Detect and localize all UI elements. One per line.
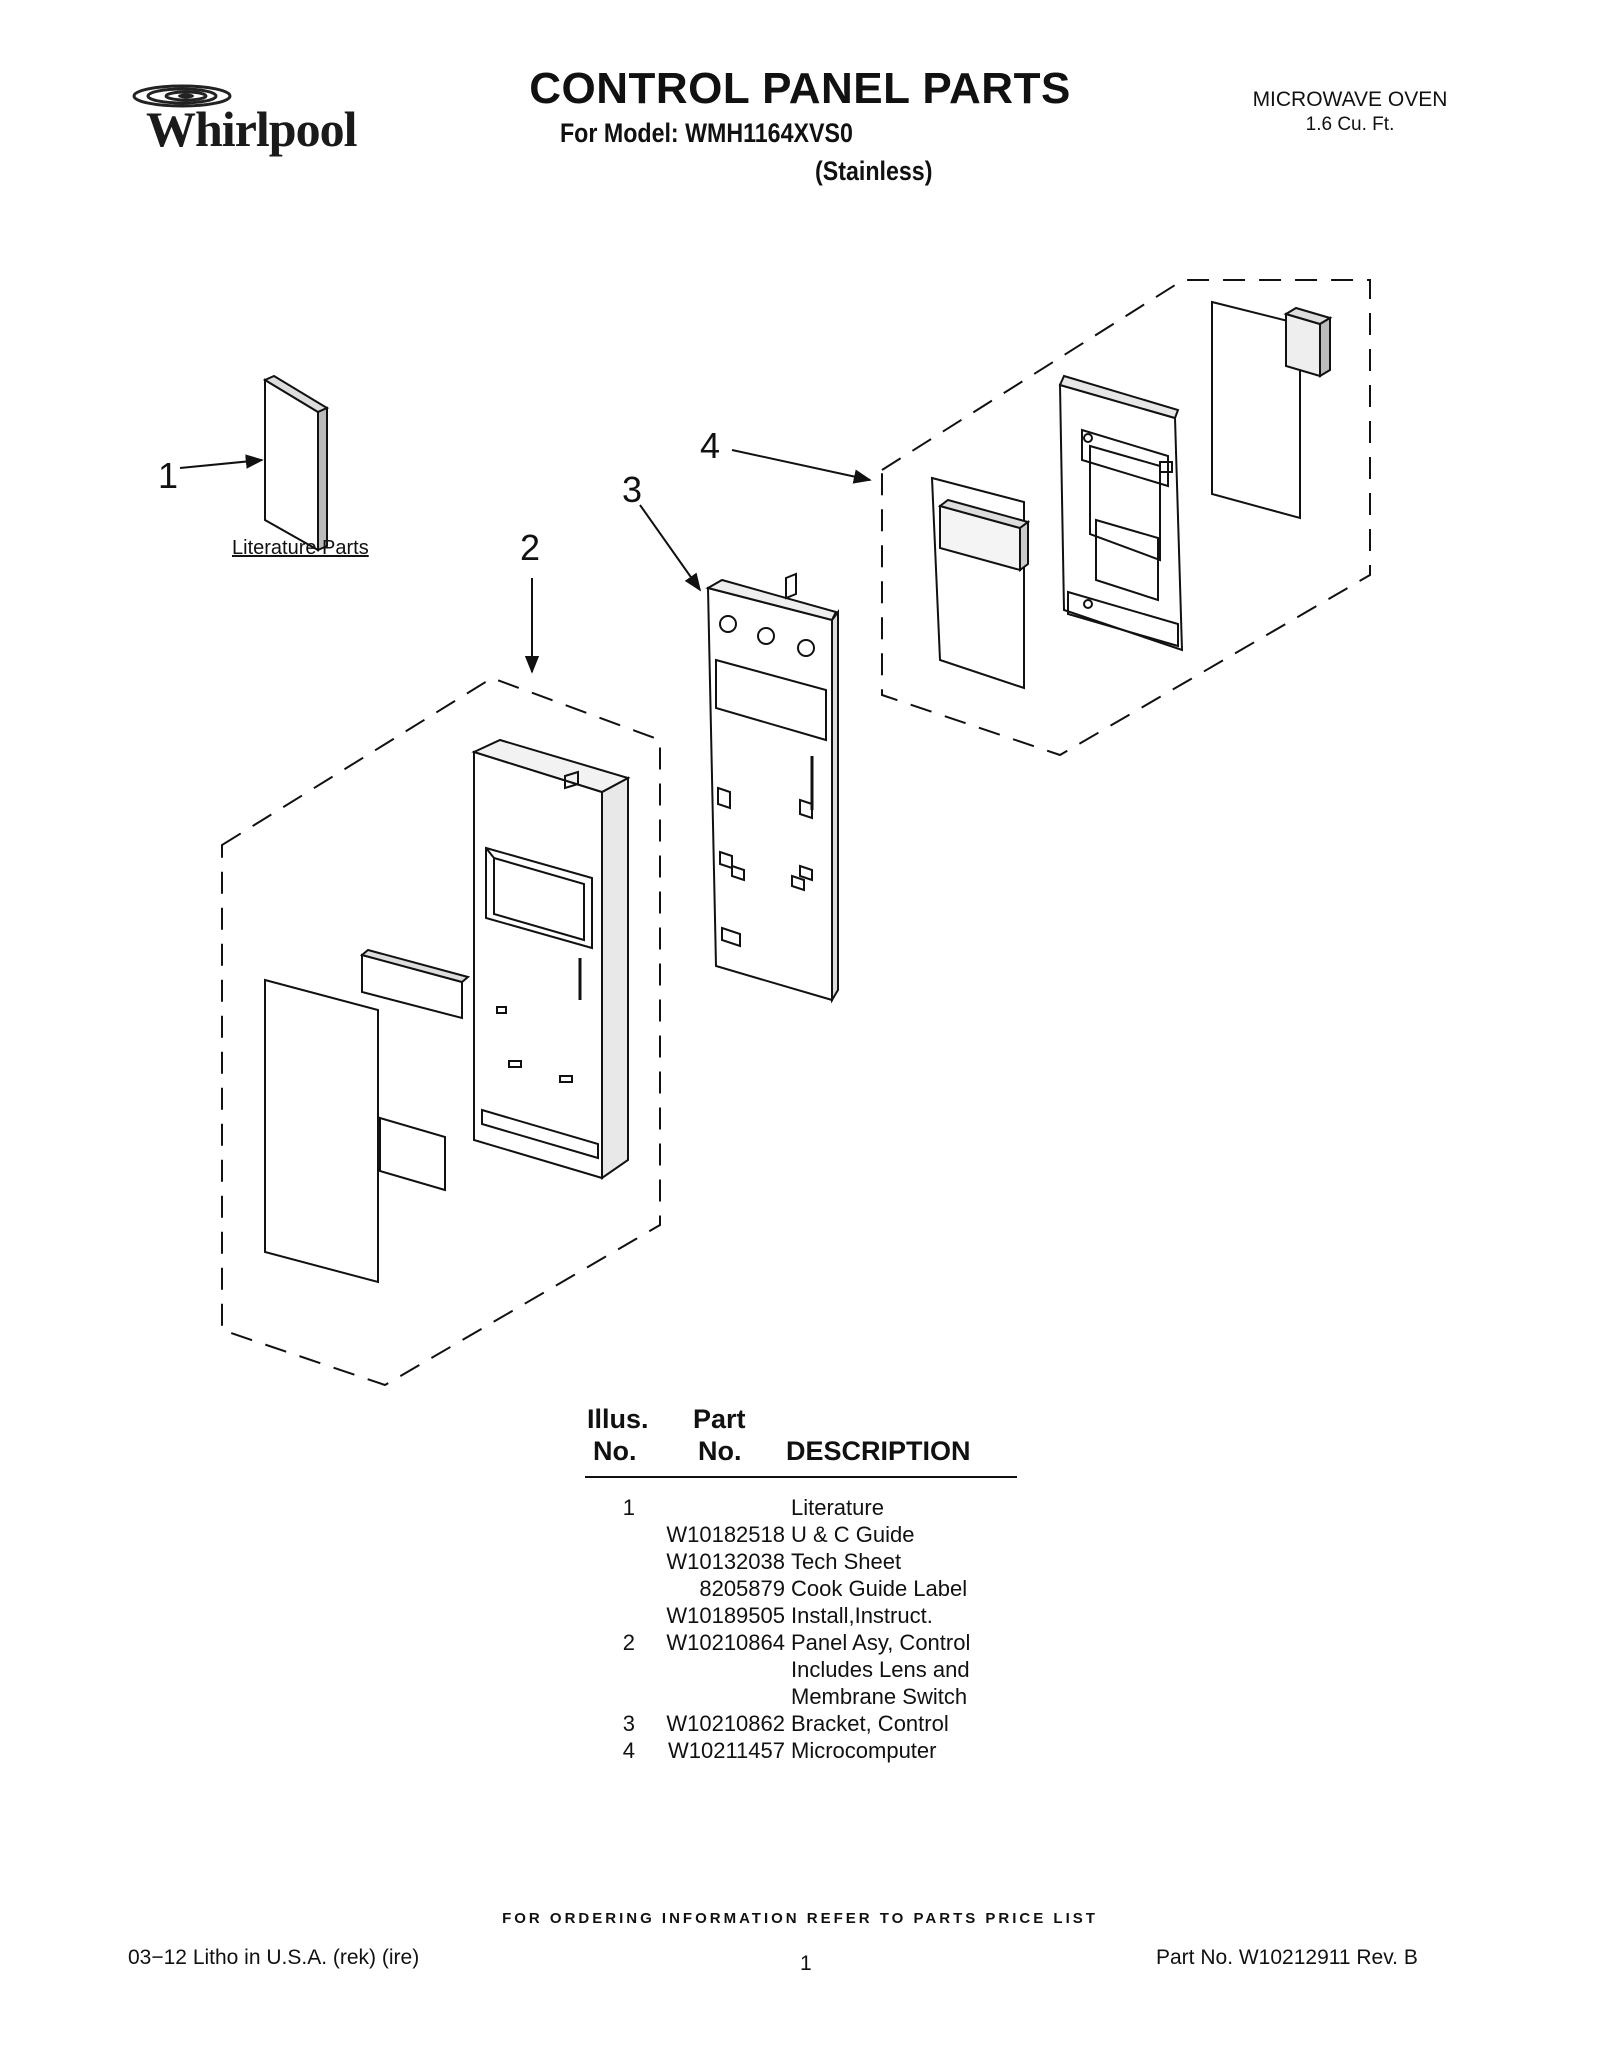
model-finish: (Stainless) [815,156,933,186]
table-row: 1 Literature [585,1495,1025,1522]
product-type: MICROWAVE OVEN [1252,88,1448,111]
callout-number-4: 4 [700,425,720,466]
cell-description: Microcomputer [791,1738,937,1763]
table-row: 4 W10211457 Microcomputer [585,1738,1025,1765]
cell-part: W10189505 [666,1603,785,1628]
callout-arrow-4 [731,449,872,484]
table-row: W10189505 Install,Instruct. [585,1603,1025,1630]
cell-illus: 4 [622,1738,635,1763]
callout-number-3: 3 [622,469,642,510]
microcomputer-board [930,476,1031,690]
cell-description: Panel Asy, Control [791,1630,971,1655]
cell-description: Literature [791,1495,884,1520]
control-bracket [705,572,839,1004]
col-header-part-no: No. [698,1436,742,1466]
cell-part: W10210862 [666,1711,785,1736]
model-number: For Model: WMH1164XVS0 [560,118,853,148]
exploded-parts-diagram: 1 2 3 4 [158,279,1371,1387]
literature-booklet [262,374,330,552]
header-divider [585,1476,1017,1478]
cell-part: 8205879 [699,1576,785,1601]
assembly-boundary-4 [881,279,1371,757]
cell-part: W10211457 [667,1738,785,1763]
cell-description: U & C Guide [791,1522,915,1547]
callout-number-1: 1 [158,455,178,496]
table-row: 3 W10210862 Bracket, Control [585,1711,1025,1738]
cell-part: W10210864 [666,1630,785,1655]
callout-number-2: 2 [520,527,540,568]
cell-description: Cook Guide Label [791,1576,968,1601]
cell-description: Includes Lens and [791,1657,970,1682]
cell-illus: 2 [622,1630,635,1655]
cell-illus: 3 [622,1711,635,1736]
whirlpool-swirl-logo-icon [132,84,232,108]
table-row: Includes Lens and [585,1657,1025,1684]
callout-arrow-3 [639,504,702,592]
page-number: 1 [800,1952,812,1975]
table-row: 8205879 Cook Guide Label [585,1576,1025,1603]
assembly-boundary-2 [221,676,661,1387]
product-capacity: 1.6 Cu. Ft. [1305,114,1395,135]
col-header-illus-no: No. [593,1436,637,1466]
control-panel-assembly [471,738,631,1180]
cell-illus: 1 [622,1495,635,1520]
print-info: 03−12 Litho in U.S.A. (rek) (ire) [128,1946,420,1969]
col-header-illus: Illus. [587,1404,649,1434]
table-row: Membrane Switch [585,1684,1025,1711]
brand-logo: Whirlpool [146,101,357,157]
membrane-switch [379,1116,446,1192]
table-row: 2 W10210864 Panel Asy, Control [585,1630,1025,1657]
col-header-part: Part [693,1404,746,1434]
cell-part: W10182518 [666,1522,785,1547]
cell-description: Membrane Switch [791,1684,968,1709]
col-header-description: DESCRIPTION [786,1436,971,1466]
microcomputer-housing [1058,374,1184,652]
callout-arrow-1 [179,454,264,469]
ordering-note: FOR ORDERING INFORMATION REFER TO PARTS … [502,1910,1098,1927]
pcb-module [1211,300,1333,520]
document-part-number: Part No. W10212911 Rev. B [1156,1946,1418,1969]
literature-parts-label: Literature Parts [232,537,369,559]
page-title: CONTROL PANEL PARTS [529,64,1071,113]
panel-lens [264,978,379,1284]
cell-description: Tech Sheet [791,1549,902,1574]
table-row: W10182518 U & C Guide [585,1522,1025,1549]
cell-description: Install,Instruct. [791,1603,933,1628]
cell-description: Bracket, Control [791,1711,949,1736]
table-row: W10132038 Tech Sheet [585,1549,1025,1576]
cell-part: W10132038 [666,1549,785,1574]
